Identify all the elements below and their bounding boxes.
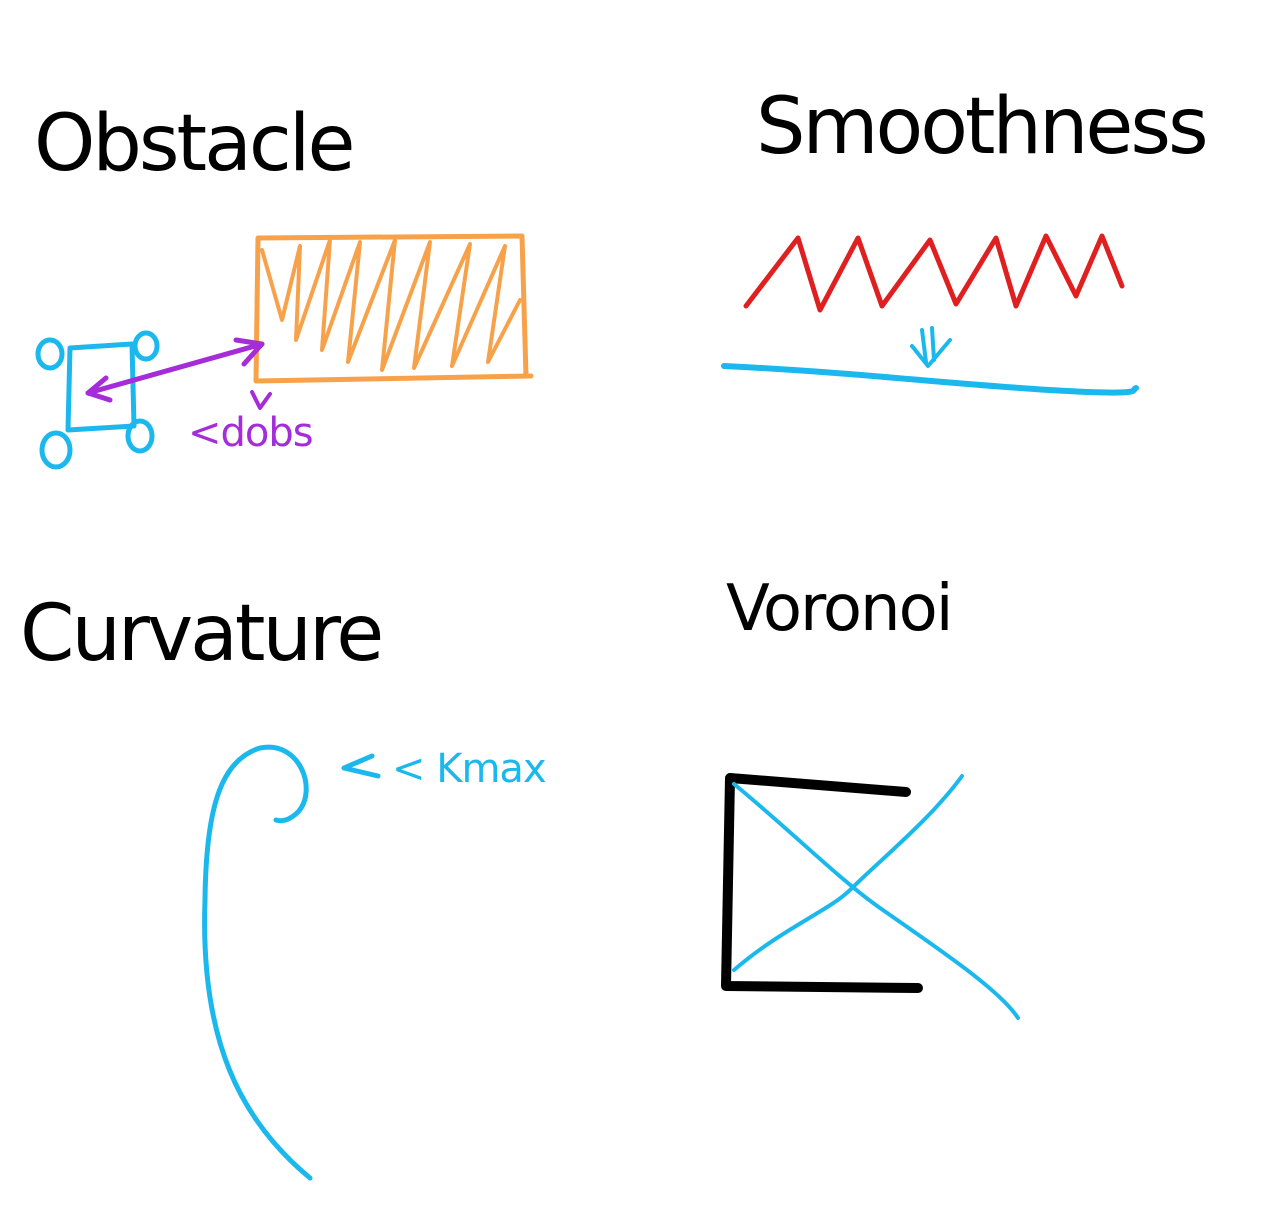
distance-tick [250,390,272,410]
smoothing-down-arrow [910,326,952,368]
voronoi-edge-descending [732,782,1020,1020]
distance-line [85,341,265,396]
obstacle-hatching [260,238,522,372]
smoothness-title: Smoothness [756,82,1206,172]
vehicle-wheel-rear-left [39,430,73,470]
curvature-title: Curvature [20,589,381,679]
voronoi-edge-ascending [732,774,964,972]
vehicle-wheel-front-right [132,330,160,362]
obstacle-rectangle [253,233,534,384]
obstacle-title: Obstacle [34,99,352,189]
curvature-panel: Curvature < Kmax [20,589,547,1181]
voronoi-panel: Voronoi [721,572,1020,1020]
distance-arrowhead-right [233,337,265,367]
curvature-spiral-path [202,744,313,1181]
curvature-label: < Kmax [392,746,546,792]
curvature-less-than-mark [341,753,381,779]
distance-label: <dobs [188,410,313,456]
smoothness-panel: Smoothness [721,82,1209,396]
distance-arrowhead-left [85,375,113,403]
vehicle-wheel-rear-right [125,418,155,454]
rough-path-zigzag [743,233,1125,313]
voronoi-title: Voronoi [726,572,952,646]
distance-arrow [85,337,272,410]
smooth-path-line [721,363,1139,396]
obstacle-box [253,233,534,384]
vehicle-wheel-front-left [35,337,65,371]
voronoi-obstacle-walls [721,773,923,993]
obstacle-panel: Obstacle <dobs [34,99,534,470]
vehicle-icon [35,330,160,470]
